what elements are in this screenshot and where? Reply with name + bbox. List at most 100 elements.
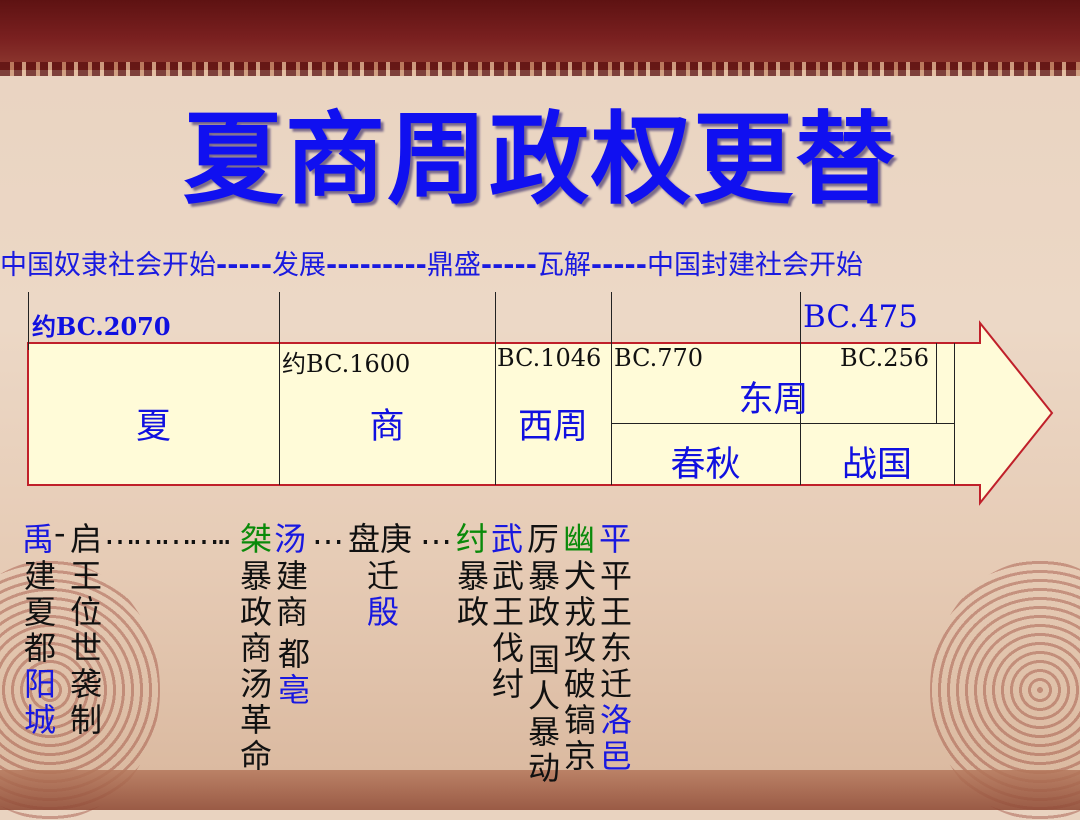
note-char: 犬 [563, 557, 596, 595]
note-char: 制 [69, 701, 102, 739]
subtitle-part1: 中国奴隶社会开始 [0, 250, 216, 281]
note-char: 伐 [491, 629, 524, 667]
subtitle-dash2: --------- [326, 250, 427, 281]
note-dots2: … [312, 514, 344, 552]
note-pangeng: 盘庚 [348, 520, 413, 558]
note-char: 建 [23, 557, 56, 595]
note-col-tang-b: 都 亳 [274, 636, 314, 708]
note-char: 革 [239, 701, 272, 739]
note-col-wu: 武 王 伐 纣 [488, 558, 528, 702]
note-char: 纣 [491, 665, 524, 703]
dynasty-dongzhou: 东周 [738, 380, 809, 420]
divider-chunqiu-zhanguo [800, 292, 801, 485]
note-yu: 禹 [22, 520, 55, 558]
note-char: 政 [239, 593, 272, 631]
note-char: 暴 [456, 557, 489, 595]
subtitle-part2: 发展 [272, 250, 327, 281]
note-char: 人 [527, 677, 560, 715]
subtitle-dash4: ----- [590, 250, 647, 281]
divider-dongzhou-end [936, 343, 937, 423]
divider-dongzhou-sub [611, 423, 954, 424]
note-ping: 平 [599, 520, 632, 558]
note-char: 迁 [366, 557, 399, 595]
subtitle-part5: 中国封建社会开始 [646, 250, 863, 281]
dynasty-shang: 商 [369, 407, 405, 447]
note-char: 王 [491, 593, 524, 631]
note-char: 都 [277, 635, 310, 673]
note-char: 政 [527, 593, 560, 631]
note-char: 夏 [23, 593, 56, 631]
note-char: 城 [23, 701, 56, 739]
note-sep1: - [54, 514, 66, 552]
note-char: 武 [491, 557, 524, 595]
divider-xia-shang [279, 292, 280, 485]
bottom-decor-band [0, 770, 1080, 810]
dynasty-xia: 夏 [135, 407, 171, 447]
note-char: 政 [456, 593, 489, 631]
note-char: 都 [23, 629, 56, 667]
note-char: 暴 [239, 557, 272, 595]
date-dongzhou-start: BC.770 [614, 344, 704, 372]
top-decor-band [0, 0, 1080, 70]
note-char: 亳 [277, 671, 310, 709]
dynasty-xizhou: 西周 [517, 407, 588, 447]
note-zhou-king: 纣 [456, 520, 489, 558]
page-title: 夏商周政权更替 [183, 101, 897, 218]
note-wu: 武 [491, 520, 524, 558]
dynasty-zhanguo: 战国 [841, 445, 912, 485]
note-char: 袭 [69, 665, 102, 703]
note-char: 位 [69, 593, 102, 631]
note-col-qi: 王 位 世 袭 制 [66, 558, 106, 738]
note-col-tang-a: 建 商 [272, 558, 312, 630]
note-char: 商 [275, 593, 308, 631]
subtitle-dash1: ----- [216, 250, 273, 281]
note-li: 厉 [527, 520, 560, 558]
note-col-jie: 暴 政 商 汤 革 命 [236, 558, 276, 774]
note-jie: 桀 [240, 520, 273, 558]
note-char: 戎 [563, 593, 596, 631]
subtitle: 中国奴隶社会开始-----发展---------鼎盛-----瓦解-----中国… [0, 243, 1080, 283]
note-char: 迁 [599, 665, 632, 703]
note-you: 幽 [563, 520, 596, 558]
divider-zhanguo-end [954, 343, 955, 485]
subtitle-part4: 瓦解 [536, 250, 591, 281]
note-char: 王 [599, 593, 632, 631]
note-char: 商 [239, 629, 272, 667]
date-xia-start: 约BC.2070 [32, 312, 171, 341]
note-col-li-b: 国 人 暴 动 [524, 642, 564, 786]
subtitle-dash3: ----- [480, 250, 537, 281]
note-col-li-a: 暴 政 [524, 558, 564, 630]
dynasty-chunqiu: 春秋 [670, 445, 741, 485]
note-dots3: … [420, 514, 452, 552]
divider-xizhou-dongzhou [611, 292, 612, 485]
note-col-ping: 平 王 东 迁 洛 邑 [596, 558, 636, 774]
subtitle-part3: 鼎盛 [426, 250, 481, 281]
note-char: 殷 [366, 593, 399, 631]
note-char: 世 [69, 629, 102, 667]
note-char: 国 [527, 641, 560, 679]
tick-line [28, 292, 29, 350]
note-qi: 启 [70, 520, 103, 558]
note-char: 汤 [239, 665, 272, 703]
note-char: 京 [563, 737, 596, 775]
note-col-you: 犬 戎 攻 破 镐 京 [560, 558, 600, 774]
note-char: 暴 [527, 557, 560, 595]
note-tang: 汤 [274, 520, 307, 558]
note-char: 攻 [563, 629, 596, 667]
date-xizhou-start: BC.1046 [497, 344, 602, 372]
note-char: 破 [563, 665, 596, 703]
fret-pattern [0, 62, 1080, 76]
note-char: 洛 [599, 701, 632, 739]
note-col-zhou-king: 暴 政 [453, 558, 493, 630]
note-char: 暴 [527, 713, 560, 751]
note-char: 动 [527, 749, 560, 787]
date-zhou-end: BC.256 [840, 344, 930, 372]
note-col-pangeng: 迁 殷 [363, 558, 403, 630]
note-char: 平 [599, 557, 632, 595]
date-zhanguo-start: BC.475 [803, 299, 918, 335]
note-char: 阳 [23, 665, 56, 703]
date-shang-start: 约BC.1600 [282, 350, 411, 378]
divider-shang-xizhou [495, 292, 496, 485]
note-col-yu: 建 夏 都 阳 城 [20, 558, 60, 738]
